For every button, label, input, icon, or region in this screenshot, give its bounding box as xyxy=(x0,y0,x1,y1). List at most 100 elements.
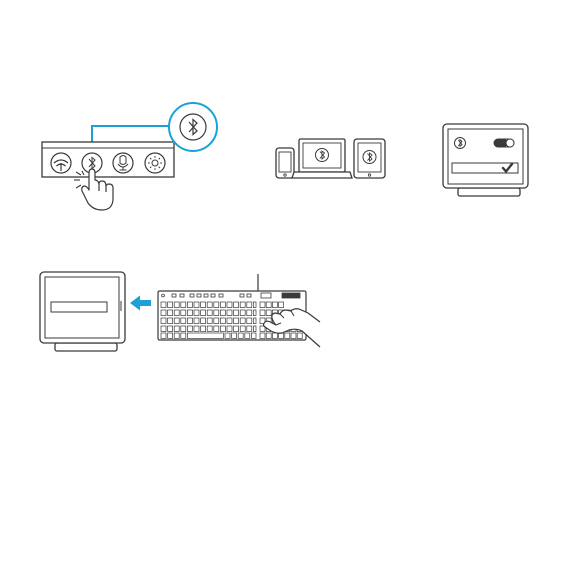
keyboard-key xyxy=(181,310,186,316)
keyboard-key xyxy=(272,333,277,339)
keyboard-key xyxy=(253,318,256,324)
keyboard-key xyxy=(181,333,186,339)
keyboard-key xyxy=(240,302,245,308)
laptop-icon xyxy=(292,139,352,178)
toggle-switch-icon[interactable] xyxy=(494,139,514,147)
laptop-bluetooth-icon xyxy=(316,149,329,162)
headset-icon xyxy=(113,153,133,173)
keyboard-key xyxy=(220,318,225,324)
keyboard-key xyxy=(174,318,179,324)
keyboard-key xyxy=(297,333,302,339)
keyboard-key xyxy=(247,302,252,308)
keyboard-key xyxy=(194,326,199,332)
keyboard-key xyxy=(161,310,166,316)
keyboard-key xyxy=(168,326,173,332)
paired-device-row xyxy=(452,163,518,173)
keyboard-key xyxy=(247,318,252,324)
keyboard-key xyxy=(174,326,179,332)
keyboard-key xyxy=(279,302,284,308)
keyboard-key xyxy=(220,310,225,316)
keyboard-key xyxy=(245,333,250,339)
keyboard-key xyxy=(266,310,271,316)
keyboard-key xyxy=(174,333,179,339)
keyboard-key xyxy=(201,318,206,324)
keyboard-key xyxy=(291,333,296,339)
keyboard-key xyxy=(272,302,277,308)
keyboard-key xyxy=(214,326,219,332)
keyboard-key xyxy=(220,326,225,332)
keyboard-key xyxy=(187,326,192,332)
keyboard-key xyxy=(201,326,206,332)
keyboard-key xyxy=(214,310,219,316)
keyboard-key xyxy=(168,310,173,316)
keyboard-key xyxy=(240,310,245,316)
keyboard-key xyxy=(161,302,166,308)
brightness-icon xyxy=(145,153,165,173)
keyboard-key xyxy=(247,310,252,316)
keyboard-key xyxy=(214,318,219,324)
keyboard-key xyxy=(194,310,199,316)
keyboard-key xyxy=(227,310,232,316)
lightspeed-icon xyxy=(51,153,71,173)
keyboard-key xyxy=(174,310,179,316)
keyboard-key xyxy=(225,333,230,339)
tablet-device xyxy=(443,124,528,188)
keyboard-key xyxy=(234,326,239,332)
keyboard-key xyxy=(181,302,186,308)
keyboard-key xyxy=(238,333,243,339)
keyboard-key xyxy=(240,326,245,332)
callout-bluetooth xyxy=(169,103,217,151)
keyboard-key xyxy=(207,326,212,332)
keyboard-key xyxy=(187,310,192,316)
keyboard-key xyxy=(194,318,199,324)
keyboard-key xyxy=(201,302,206,308)
step-enable-bluetooth-on-device xyxy=(443,124,528,196)
tablet-on-stand xyxy=(40,272,125,351)
keyboard-key xyxy=(260,333,265,339)
keyboard-key xyxy=(285,333,290,339)
keyboard-key xyxy=(174,302,179,308)
keyboard-key xyxy=(207,310,212,316)
keyboard-key xyxy=(266,302,271,308)
keyboard-key xyxy=(161,318,166,324)
keyboard-key xyxy=(227,302,232,308)
keyboard-key xyxy=(234,302,239,308)
keyboard-key xyxy=(247,326,252,332)
keyboard-key xyxy=(253,302,256,308)
keyboard-key xyxy=(187,318,192,324)
keyboard-key xyxy=(234,318,239,324)
keyboard-key xyxy=(181,326,186,332)
keyboard-key xyxy=(201,310,206,316)
tablet-icon xyxy=(354,139,385,178)
step-choose-host-device xyxy=(276,139,385,178)
arrow-left-icon xyxy=(130,296,151,311)
keyboard-key xyxy=(253,310,256,316)
keyboard-key xyxy=(227,326,232,332)
keyboard-key xyxy=(161,326,166,332)
keyboard-key xyxy=(260,310,265,316)
tablet-stand xyxy=(458,188,520,196)
keyboard-key xyxy=(168,333,173,339)
typing-hand-icon xyxy=(264,309,321,347)
step-type-pairing-code xyxy=(40,272,320,351)
keyboard-key xyxy=(240,318,245,324)
keyboard-key xyxy=(214,302,219,308)
step-press-bluetooth-key xyxy=(42,103,217,210)
keyboard-key xyxy=(251,333,256,339)
phone-icon xyxy=(276,148,294,178)
keyboard-key xyxy=(168,302,173,308)
settings-bluetooth-icon xyxy=(455,138,466,149)
keyboard-key xyxy=(232,333,237,339)
keyboard-key xyxy=(253,326,256,332)
keyboard-key xyxy=(187,302,192,308)
keyboard-key xyxy=(161,333,166,339)
keyboard-key xyxy=(194,302,199,308)
keyboard-key xyxy=(266,333,271,339)
keyboard-key xyxy=(207,318,212,324)
keyboard-key xyxy=(220,302,225,308)
keyboard-key xyxy=(234,310,239,316)
code-input-field[interactable] xyxy=(51,302,107,312)
keyboard-key xyxy=(187,333,223,339)
